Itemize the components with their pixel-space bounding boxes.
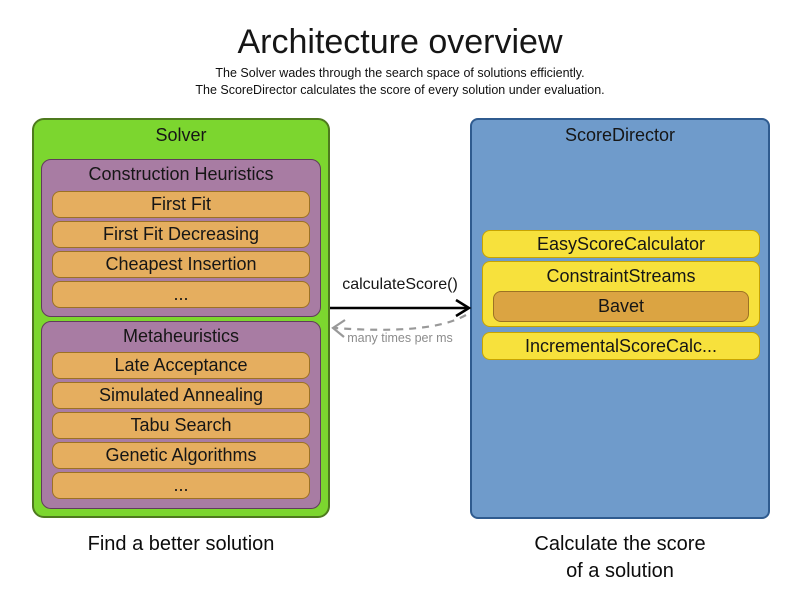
connection-arrows [330, 298, 472, 338]
algorithm-item: Simulated Annealing [52, 382, 310, 409]
construction-heuristics-title: Construction Heuristics [88, 164, 274, 184]
solver-box: Solver Construction Heuristics First Fit… [32, 118, 330, 518]
score-director-box: ScoreDirector EasyScoreCalculator Constr… [470, 118, 770, 519]
algorithm-item: Genetic Algorithms [52, 442, 310, 469]
subtitle-line-1: The Solver wades through the search spac… [215, 66, 585, 80]
easy-score-calculator-box: EasyScoreCalculator [482, 230, 760, 258]
algorithm-item: First Fit Decreasing [52, 221, 310, 248]
score-director-caption: Calculate the score of a solution [470, 531, 770, 585]
feedback-arrow [331, 314, 467, 338]
calculate-score-label: calculateScore() [342, 276, 458, 293]
page-subtitle: The Solver wades through the search spac… [0, 65, 800, 99]
algorithm-item: Tabu Search [52, 412, 310, 439]
algorithm-item: Late Acceptance [52, 352, 310, 379]
incremental-score-calculator-box: IncrementalScoreCalc... [482, 332, 760, 360]
solver-title: Solver [155, 125, 207, 145]
calculate-score-arrow [330, 298, 472, 318]
constraint-streams-label: ConstraintStreams [546, 266, 696, 286]
metaheuristics-title: Metaheuristics [122, 326, 240, 346]
score-director-title: ScoreDirector [564, 125, 676, 145]
algorithm-item: Cheapest Insertion [52, 251, 310, 278]
algorithm-item: First Fit [52, 191, 310, 218]
solver-caption: Find a better solution [87, 533, 275, 555]
bavet-box: Bavet [493, 291, 749, 322]
subtitle-line-2: The ScoreDirector calculates the score o… [195, 83, 605, 97]
page-title: Architecture overview [237, 23, 563, 61]
algorithm-item: ... [52, 472, 310, 499]
constraint-streams-box: ConstraintStreams Bavet [482, 261, 760, 327]
score-director-caption-line-2: of a solution [566, 560, 674, 582]
score-director-caption-line-1: Calculate the score [534, 533, 706, 555]
algorithm-item: ... [52, 281, 310, 308]
frequency-label: many times per ms [347, 331, 453, 345]
